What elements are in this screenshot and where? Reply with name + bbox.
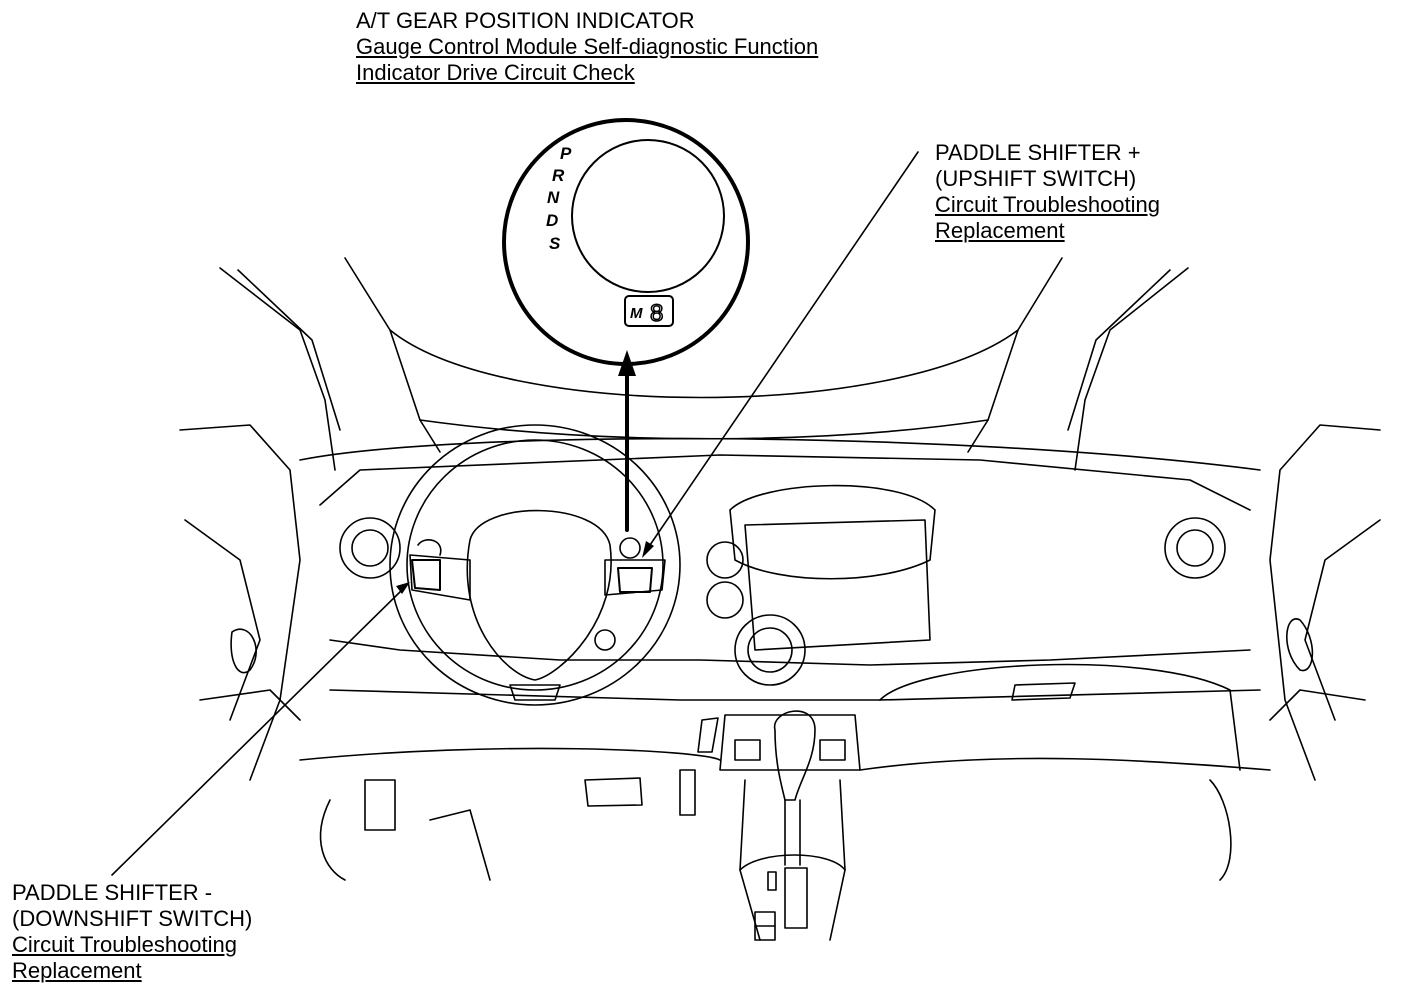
downshift-replacement-link[interactable]: Replacement xyxy=(12,958,142,983)
upshift-heading-line2: (UPSHIFT SWITCH) xyxy=(935,166,1137,191)
self-diagnostic-link[interactable]: Gauge Control Module Self-diagnostic Fun… xyxy=(356,34,819,59)
segment-digit: 8 xyxy=(650,300,663,327)
downshift-heading-line2: (DOWNSHIFT SWITCH) xyxy=(12,906,253,931)
drive-circuit-check-link[interactable]: Indicator Drive Circuit Check xyxy=(356,60,635,85)
gear-letter-s: S xyxy=(549,234,561,253)
gear-letter-n: N xyxy=(547,188,560,207)
paddle-shifter-up xyxy=(617,537,653,593)
dashboard-body xyxy=(299,437,1271,771)
callout-lines xyxy=(111,151,919,876)
gear-indicator-label: A/T GEAR POSITION INDICATOR Gauge Contro… xyxy=(356,8,818,86)
downshift-label: PADDLE SHIFTER - (DOWNSHIFT SWITCH) Circ… xyxy=(12,880,252,984)
upshift-heading-line1: PADDLE SHIFTER + xyxy=(935,140,1141,165)
gear-letter-d: D xyxy=(546,211,558,230)
footwell xyxy=(319,769,1232,881)
gear-position-gauge xyxy=(502,118,750,366)
steering-wheel xyxy=(389,424,681,706)
paddle-shifter-down xyxy=(411,539,442,591)
downshift-heading-line1: PADDLE SHIFTER - xyxy=(12,880,213,905)
upshift-label: PADDLE SHIFTER + (UPSHIFT SWITCH) Circui… xyxy=(935,140,1160,244)
gear-letter-p: P xyxy=(560,144,572,163)
upshift-troubleshooting-link[interactable]: Circuit Troubleshooting xyxy=(935,192,1161,217)
upshift-replacement-link[interactable]: Replacement xyxy=(935,218,1065,243)
a-pillars xyxy=(219,257,1189,471)
gear-indicator-heading: A/T GEAR POSITION INDICATOR xyxy=(356,8,695,33)
mode-letter-m: M xyxy=(630,305,643,322)
side-doors xyxy=(179,424,1381,781)
center-console-upper xyxy=(729,484,1241,771)
air-vents xyxy=(339,517,1226,619)
downshift-troubleshooting-link[interactable]: Circuit Troubleshooting xyxy=(12,932,238,957)
gear-letter-r: R xyxy=(552,166,565,185)
center-console-lower xyxy=(697,710,861,941)
